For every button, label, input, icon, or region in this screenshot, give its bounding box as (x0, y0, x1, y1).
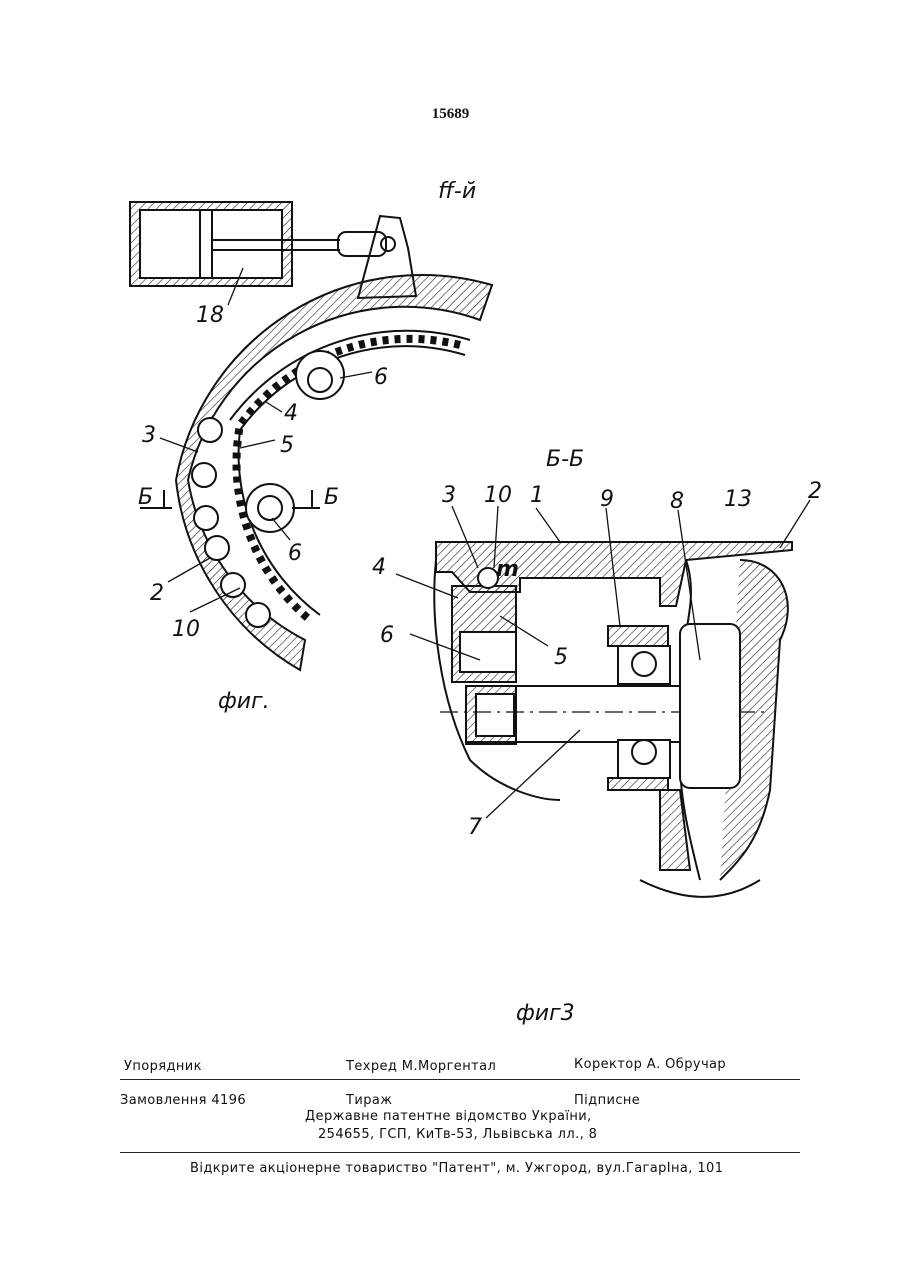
footer-order: Замовлення 4196 (120, 1093, 246, 1108)
fig3-mark-m: m (496, 557, 519, 582)
footer-office-line2: 254655, ГСП, КиТв-53, Львівська лл., 8 (318, 1127, 597, 1142)
fig3-label-4: 4 (372, 555, 386, 580)
fig3-label-9: 9 (600, 487, 614, 512)
footer-rule-bottom (120, 1152, 800, 1153)
footer-rule-top (120, 1079, 800, 1080)
fig3-label-5: 5 (554, 645, 568, 670)
fig3-label-13: 13 (724, 487, 752, 512)
fig1-section-right: Б (324, 485, 339, 510)
fig1-label-5: 5 (280, 433, 294, 458)
footer-office-line1: Державне патентне відомство України, (305, 1109, 592, 1124)
fig3-caption: фиг3 (516, 1001, 575, 1026)
fig3-label-1: 1 (530, 483, 544, 508)
fig1-label-2: 2 (150, 581, 164, 606)
fig3-label-8: 8 (670, 489, 684, 514)
footer-techred: Техред М.Моргентал (346, 1059, 496, 1074)
fig3-title: Б-Б (546, 447, 584, 472)
fig3-label-10: 10 (484, 483, 512, 508)
fig1-label-6a: 6 (374, 365, 388, 390)
fig3-label-6: 6 (380, 623, 394, 648)
fig1-section-left: Б (138, 485, 153, 510)
footer-compiler: Упорядник (124, 1059, 202, 1074)
fig3-label-3: 3 (442, 483, 456, 508)
footer-publisher: Відкрите акціонерне товариство "Патент",… (190, 1161, 723, 1176)
fig1-caption: фиг. (218, 689, 270, 714)
footer-corrector: Коректор А. Обручар (574, 1057, 726, 1072)
fig1-label-10: 10 (172, 617, 200, 642)
fig1-label-6b: 6 (288, 541, 302, 566)
footer-subscription: Підписне (574, 1093, 640, 1108)
fig1-label-18: 18 (196, 303, 224, 328)
fig1-label-3: 3 (142, 423, 156, 448)
fig3-label-2: 2 (808, 479, 822, 504)
fig1-label-4: 4 (284, 401, 298, 426)
fig1-title: ff-й (438, 179, 476, 204)
footer-circulation: Тираж (346, 1093, 392, 1108)
fig3-label-7: 7 (468, 815, 482, 840)
